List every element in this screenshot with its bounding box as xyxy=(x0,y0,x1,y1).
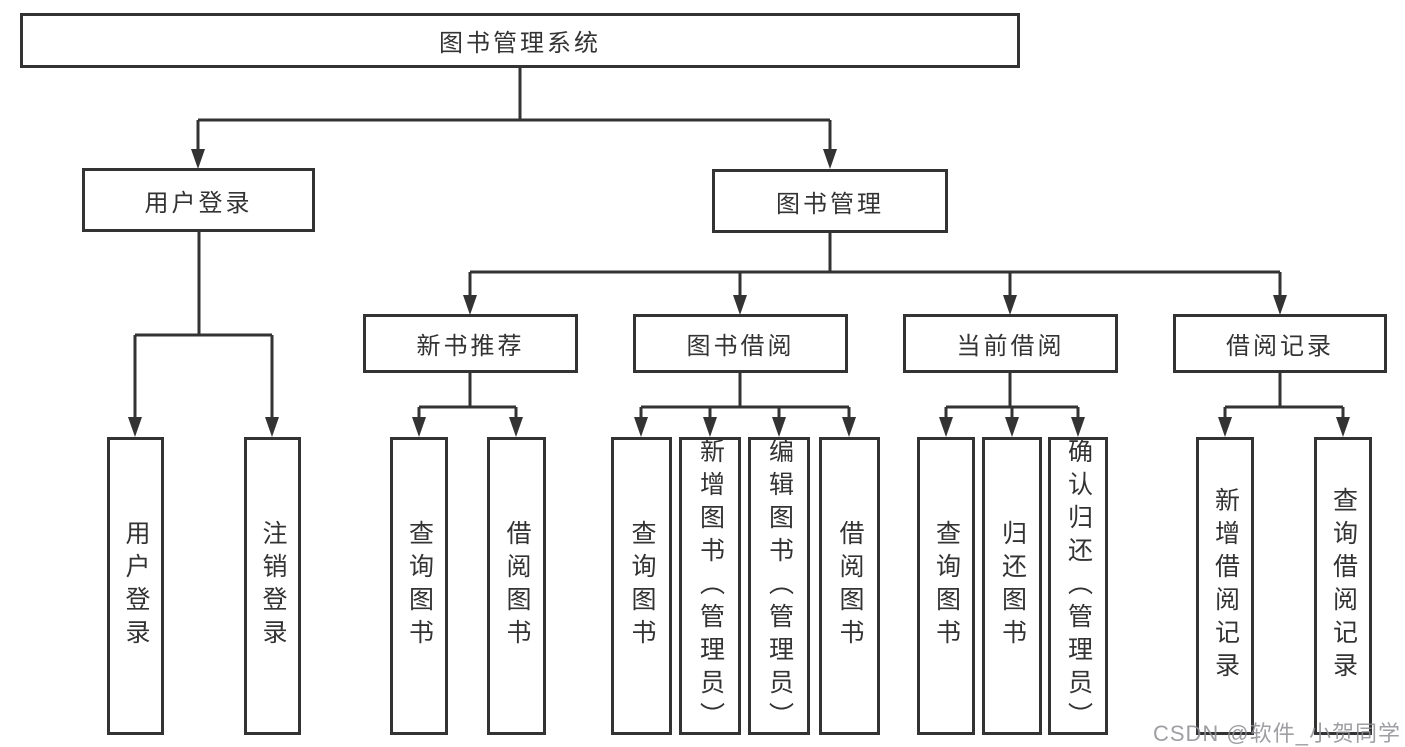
leaf-query-books-borrow: 查询图书 xyxy=(611,437,672,735)
arrow-down-icon xyxy=(733,295,747,315)
connector-root-to-level2 xyxy=(196,68,832,151)
connector-lines xyxy=(944,373,1080,419)
arrow-down-icon xyxy=(1273,295,1287,315)
leaf-logout: 注销登录 xyxy=(244,437,301,735)
leaf-add-books-admin: 新增图书（管理员） xyxy=(679,437,741,735)
node-label: 新增图书（管理员） xyxy=(696,437,725,735)
node-label: 编辑图书（管理员） xyxy=(765,437,794,735)
node-label: 借阅图书 xyxy=(836,520,864,652)
leaf-return-books: 归还图书 xyxy=(982,437,1042,735)
connector-lines xyxy=(639,373,851,419)
node-label: 用户登录 xyxy=(122,520,150,652)
arrow-down-icon xyxy=(1071,417,1085,437)
node-current-borrow: 当前借阅 xyxy=(903,314,1118,373)
arrow-down-icon xyxy=(1218,417,1232,437)
leaf-query-books-recommend: 查询图书 xyxy=(390,437,448,735)
leaf-borrow-books: 借阅图书 xyxy=(819,437,880,735)
node-label: 图书管理 xyxy=(776,190,884,218)
node-label: 用户登录 xyxy=(144,189,253,217)
arrow-down-icon xyxy=(265,417,279,437)
node-label: 图书借阅 xyxy=(686,333,795,360)
node-label: 查询图书 xyxy=(405,520,434,652)
leaf-user-login: 用户登录 xyxy=(107,437,164,735)
arrow-down-icon xyxy=(191,149,205,169)
arrow-down-icon xyxy=(412,417,426,437)
leaf-confirm-return-admin: 确认归还（管理员） xyxy=(1048,437,1108,735)
connector-borrow-records-to-leaves xyxy=(1223,373,1345,419)
connector-lines xyxy=(1223,373,1345,419)
leaf-edit-books-admin: 编辑图书（管理员） xyxy=(748,437,810,735)
node-borrow-records: 借阅记录 xyxy=(1173,314,1387,373)
node-root-system: 图书管理系统 xyxy=(20,13,1020,68)
connector-lines xyxy=(417,373,518,419)
connector-book-borrow-to-leaves xyxy=(639,373,851,419)
arrow-down-icon xyxy=(634,417,648,437)
node-label: 查询图书 xyxy=(932,520,961,652)
arrow-down-icon xyxy=(509,417,523,437)
leaf-borrow-books-recommend: 借阅图书 xyxy=(487,437,546,735)
connector-lines xyxy=(133,232,274,419)
node-book-borrow: 图书借阅 xyxy=(633,314,848,373)
node-user-login: 用户登录 xyxy=(82,168,315,232)
node-label: 确认归还（管理员） xyxy=(1064,437,1093,735)
connector-book-management-to-level3 xyxy=(468,233,1282,297)
arrow-down-icon xyxy=(1003,295,1017,315)
node-new-book-recommend: 新书推荐 xyxy=(363,314,578,373)
arrow-down-icon xyxy=(703,417,717,437)
leaf-query-books-current: 查询图书 xyxy=(917,437,975,735)
leaf-add-borrow-record: 新增借阅记录 xyxy=(1196,437,1254,735)
node-label: 归还图书 xyxy=(998,520,1027,652)
node-label: 查询图书 xyxy=(628,520,656,652)
arrow-down-icon xyxy=(463,295,477,315)
arrow-down-icon xyxy=(939,417,953,437)
node-label: 新增借阅记录 xyxy=(1211,487,1240,685)
connector-user-login-to-leaves xyxy=(133,232,274,419)
arrow-down-icon xyxy=(823,149,837,169)
node-label: 借阅记录 xyxy=(1226,333,1334,360)
connector-current-borrow-to-leaves xyxy=(944,373,1080,419)
arrow-down-icon xyxy=(1336,417,1350,437)
arrow-down-icon xyxy=(772,417,786,437)
connector-lines xyxy=(468,233,1282,297)
csdn-watermark: CSDN @软件_小贺同学 xyxy=(1152,721,1401,746)
arrow-down-icon xyxy=(128,417,142,437)
node-label: 当前借阅 xyxy=(956,333,1065,360)
node-label: 查询借阅记录 xyxy=(1329,487,1358,685)
node-label: 借阅图书 xyxy=(503,520,531,652)
connector-new-book-recommend-to-leaves xyxy=(417,373,518,419)
node-label: 注销登录 xyxy=(259,520,287,652)
arrow-down-icon xyxy=(1005,417,1019,437)
node-label: 图书管理系统 xyxy=(439,30,601,57)
connector-lines xyxy=(196,68,832,151)
leaf-query-borrow-record: 查询借阅记录 xyxy=(1314,437,1372,735)
node-book-management: 图书管理 xyxy=(712,169,948,233)
node-label: 新书推荐 xyxy=(416,333,525,360)
arrow-down-icon xyxy=(842,417,856,437)
